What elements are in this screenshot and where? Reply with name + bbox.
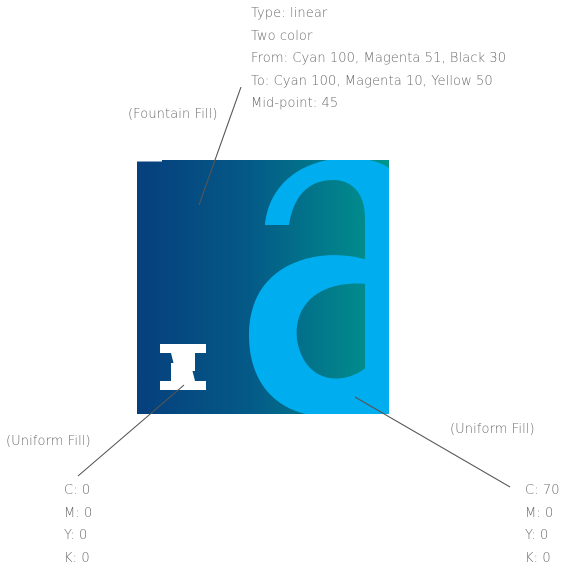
cmyk-k: K: 0 — [525, 550, 551, 566]
cmyk-c: C: 70 — [525, 483, 560, 498]
fountain-fill-label: (Fountain Fill) — [128, 107, 218, 122]
fountain-fill-spec: Type: linear Two color From: Cyan 100, M… — [251, 3, 506, 116]
cmyk-y: Y: 0 — [525, 528, 549, 543]
uniform-fill-left-cmyk: C: 0 M: 0 Y: 0 K: 0 — [64, 480, 92, 570]
large-letter-a-shape — [249, 160, 389, 414]
cmyk-k: K: 0 — [64, 550, 90, 566]
cmyk-m: M: 0 — [525, 505, 554, 521]
spec-type: Type: linear — [251, 6, 328, 21]
artwork-square — [137, 160, 389, 414]
uniform-fill-right-cmyk: C: 70 M: 0 Y: 0 K: 0 — [525, 480, 560, 570]
uniform-fill-left-label: (Uniform Fill) — [6, 434, 91, 449]
uniform-fill-right-label: (Uniform Fill) — [450, 422, 535, 437]
spec-from: From: Cyan 100, Magenta 51, Black 30 — [251, 51, 507, 66]
cmyk-y: Y: 0 — [64, 528, 88, 543]
corner-notch — [137, 160, 162, 162]
spec-to: To: Cyan 100, Magenta 10, Yellow 50 — [251, 73, 493, 89]
spec-color-count: Two color — [251, 28, 313, 44]
cmyk-c: C: 0 — [64, 483, 91, 498]
cmyk-m: M: 0 — [64, 505, 93, 521]
spec-mid-point: Mid-point: 45 — [251, 96, 339, 111]
